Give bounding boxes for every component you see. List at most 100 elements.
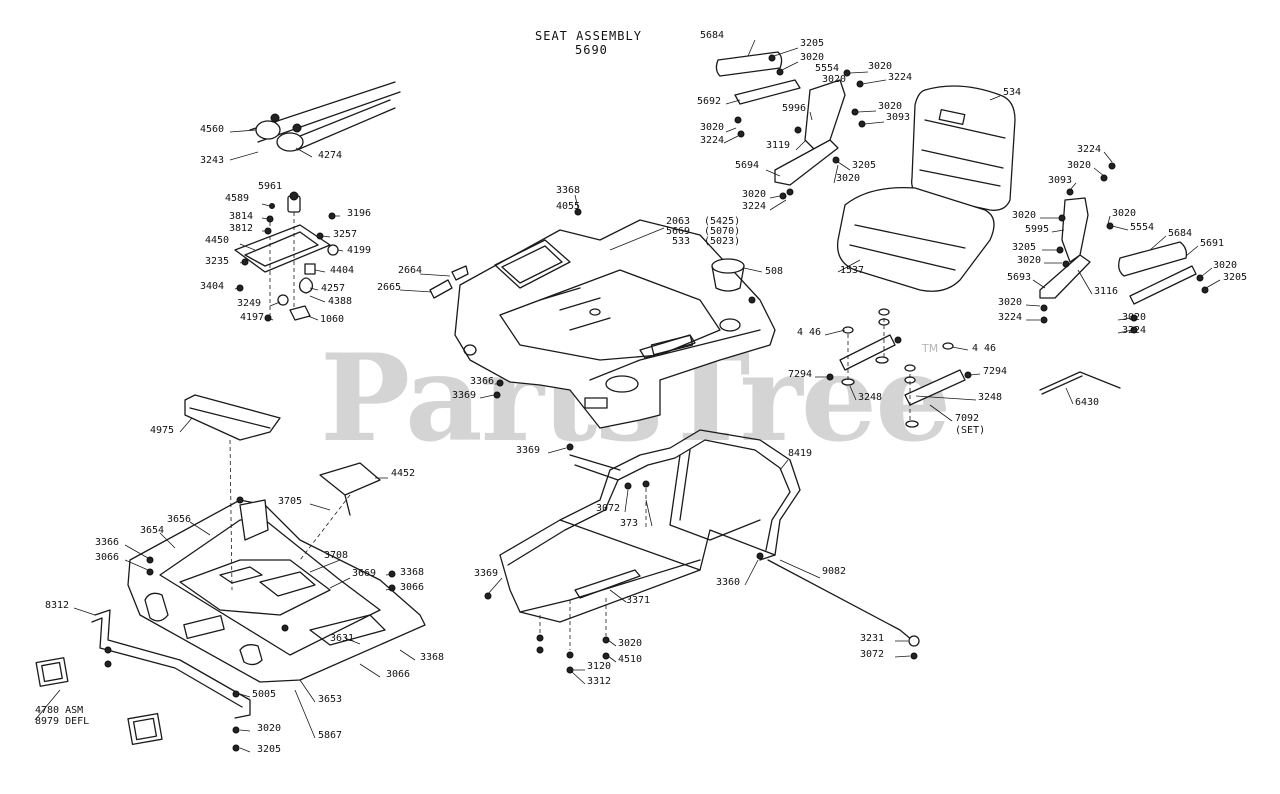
seat-hinge-brackets [815, 308, 981, 428]
part-label-l111: 3371 [626, 595, 650, 606]
part-label-l102: 5867 [318, 730, 342, 741]
part-label-l14: 3119 [766, 140, 790, 151]
part-label-l23: 3093 [1048, 175, 1072, 186]
part-label-l79: 3249 [237, 298, 261, 309]
part-label-l52: 3366 [470, 376, 494, 387]
part-label-l60: 7092 [955, 413, 979, 424]
part-label-l37: 3020 [998, 297, 1022, 308]
handle-tube-assembly [229, 81, 401, 161]
part-label-l44: (5425) [704, 216, 740, 227]
part-label-l9: 5996 [782, 103, 806, 114]
part-label-l62: 6430 [1075, 397, 1099, 408]
part-label-l103: 3205 [257, 744, 281, 755]
part-label-l29: 3205 [1012, 242, 1036, 253]
part-label-l28: 5684 [1168, 228, 1192, 239]
part-label-l101: 3020 [257, 723, 281, 734]
part-label-l66: 5961 [258, 181, 282, 192]
part-label-l97: 5005 [252, 689, 276, 700]
part-label-l95: 3368 [420, 652, 444, 663]
part-label-l46: (5070) [704, 226, 740, 237]
part-label-l54: 4 46 [797, 327, 821, 338]
part-label-l35: 3205 [1223, 272, 1247, 283]
part-label-l75: 4404 [330, 265, 354, 276]
seat-frame [484, 429, 821, 685]
part-label-l22: 3020 [1067, 160, 1091, 171]
support-rod [1039, 371, 1121, 405]
part-label-l51: 2665 [377, 282, 401, 293]
part-label-l47: 533 [672, 236, 690, 247]
part-label-l99: 4780 ASM [35, 705, 83, 716]
diagram-title-number: 5690 [575, 43, 608, 57]
part-label-l8: 5692 [697, 96, 721, 107]
part-label-l12: 3020 [700, 122, 724, 133]
part-label-l41: 3368 [556, 185, 580, 196]
part-label-l90: 3669 [352, 568, 376, 579]
part-label-l5: 3020 [868, 61, 892, 72]
part-label-l104: 3369 [516, 445, 540, 456]
part-label-l98: 3653 [318, 694, 342, 705]
part-label-l15: 5694 [735, 160, 759, 171]
fender-body [399, 194, 776, 429]
part-label-l82: 4975 [150, 425, 174, 436]
part-label-l57: 7294 [983, 366, 1007, 377]
front-fender-pan [34, 496, 426, 753]
part-label-l19: 3224 [742, 201, 766, 212]
part-label-l65: 4274 [318, 150, 342, 161]
part-label-l53: 3369 [452, 390, 476, 401]
part-label-l17: 3020 [836, 173, 860, 184]
part-label-l92: 3066 [400, 582, 424, 593]
part-label-l73: 4199 [347, 245, 371, 256]
part-label-l36: 3116 [1094, 286, 1118, 297]
seat-back [911, 85, 1016, 211]
part-label-l108: 3369 [474, 568, 498, 579]
part-label-l80: 4197 [240, 312, 264, 323]
part-label-l6: 3020 [822, 74, 846, 85]
armrest-right [1025, 151, 1221, 334]
part-label-l64: 3243 [200, 155, 224, 166]
part-label-l106: 3072 [596, 503, 620, 514]
part-label-l68: 3196 [347, 208, 371, 219]
part-label-l72: 4450 [205, 235, 229, 246]
part-label-l83: 4452 [391, 468, 415, 479]
cover-plates [179, 394, 388, 591]
part-label-l18: 3020 [742, 189, 766, 200]
part-label-l91: 3368 [400, 567, 424, 578]
part-label-l21: 3224 [1077, 144, 1101, 155]
part-label-l42: 4055 [556, 201, 580, 212]
part-label-l10: 3020 [878, 101, 902, 112]
part-label-l114: 3020 [618, 638, 642, 649]
part-label-l48: (5023) [704, 236, 740, 247]
part-label-l58: 3248 [858, 392, 882, 403]
latch-bracket-cluster [234, 191, 344, 322]
part-label-l116: 3120 [587, 661, 611, 672]
part-label-l27: 5554 [1130, 222, 1154, 233]
part-label-l24: 3020 [1012, 210, 1036, 221]
part-label-l87: 3366 [95, 537, 119, 548]
part-label-l67: 4589 [225, 193, 249, 204]
part-label-l115: 4510 [618, 654, 642, 665]
part-label-l26: 5995 [1025, 224, 1049, 235]
part-label-l89: 3708 [324, 550, 348, 561]
part-label-l39: 3224 [998, 312, 1022, 323]
part-label-l56: 7294 [788, 369, 812, 380]
part-label-l40: 3224 [1122, 325, 1146, 336]
part-label-l25: 3020 [1112, 208, 1136, 219]
part-label-l11: 3093 [886, 112, 910, 123]
part-label-l107: 373 [620, 518, 638, 529]
part-label-l43: 2063 [666, 216, 690, 227]
part-label-l69: 3814 [229, 211, 253, 222]
part-label-l49: 508 [765, 266, 783, 277]
part-label-l31: 3020 [1017, 255, 1041, 266]
part-label-l105: 8419 [788, 448, 812, 459]
part-label-l45: 5669 [666, 226, 690, 237]
part-label-l100: 8979 DEFL [35, 716, 89, 727]
part-label-l2: 3205 [800, 38, 824, 49]
part-label-l30: 5691 [1200, 238, 1224, 249]
part-label-l84: 3705 [278, 496, 302, 507]
part-label-l20: 534 [1003, 87, 1021, 98]
part-label-l1: 5684 [700, 30, 724, 41]
part-label-l38: 3020 [1122, 312, 1146, 323]
part-label-l76: 3404 [200, 281, 224, 292]
